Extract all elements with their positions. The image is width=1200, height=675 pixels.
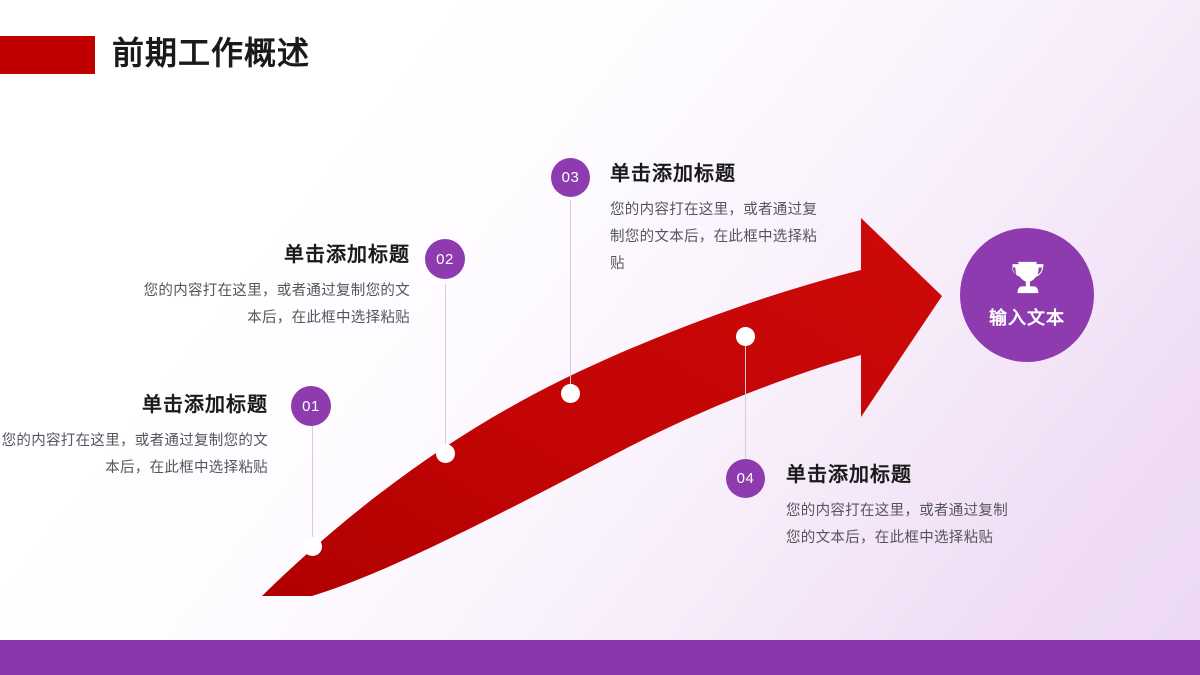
footer-band — [0, 640, 1200, 675]
goal-label: 输入文本 — [989, 308, 1065, 328]
title-accent-bar — [0, 36, 95, 74]
arrow-shape — [262, 218, 942, 596]
connector-line-03 — [570, 200, 571, 390]
step-title-01: 单击添加标题 — [142, 394, 268, 416]
arrow-node-dot-03 — [561, 384, 580, 403]
connector-line-02 — [445, 284, 446, 450]
step-body-01: 您的内容打在这里，或者通过复制您的文本后，在此框中选择粘贴 — [1, 433, 268, 476]
step-badge-02[interactable]: 02 — [425, 239, 465, 279]
step-title-03: 单击添加标题 — [610, 163, 736, 185]
connector-line-01 — [312, 418, 313, 554]
step-badge-04[interactable]: 04 — [726, 459, 765, 498]
arrow-node-dot-04 — [736, 327, 755, 346]
connector-line-04 — [745, 345, 746, 460]
step-body-02: 您的内容打在这里，或者通过复制您的文本后，在此框中选择粘贴 — [143, 283, 410, 326]
arrow-node-dot-02 — [436, 444, 455, 463]
step-title-04: 单击添加标题 — [786, 464, 912, 486]
step-title-02: 单击添加标题 — [284, 244, 410, 266]
page-title: 前期工作概述 — [112, 35, 311, 71]
step-body-04: 您的内容打在这里，或者通过复制您的文本后，在此框中选择粘贴 — [786, 503, 1008, 546]
trophy-icon — [1012, 261, 1044, 294]
step-body-03: 您的内容打在这里，或者通过复制您的文本后，在此框中选择粘贴 — [610, 202, 818, 272]
arrow-node-dot-01 — [303, 537, 322, 556]
goal-circle[interactable]: 输入文本 — [960, 228, 1094, 362]
step-badge-03[interactable]: 03 — [551, 158, 590, 197]
step-badge-01[interactable]: 01 — [291, 386, 331, 426]
